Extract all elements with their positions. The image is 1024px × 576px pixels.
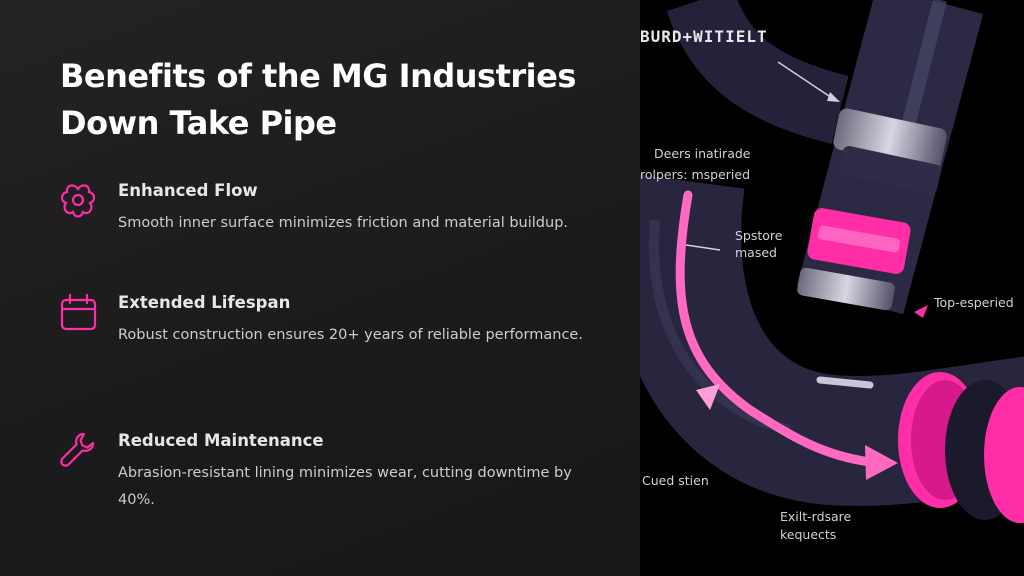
- wrench-icon: [58, 430, 98, 470]
- feature-description: Robust construction ensures 20+ years of…: [118, 327, 583, 343]
- page-title: Benefits of the MG Industries Down Take …: [60, 57, 576, 142]
- annotation-label: kequects: [780, 527, 837, 542]
- calendar-icon: [58, 292, 98, 332]
- annotation-label: Exilt-rdsare: [780, 509, 852, 524]
- feature-heading: Reduced Maintenance: [118, 431, 324, 450]
- feature-heading: Enhanced Flow: [118, 181, 258, 200]
- feature-heading: Extended Lifespan: [118, 293, 291, 312]
- annotation-label: Top-esperied: [934, 295, 1014, 310]
- brand-label: BURD+WITIELT: [640, 27, 768, 46]
- annotation-label: rolpers: msperied: [640, 167, 750, 182]
- flower-icon: [58, 180, 98, 220]
- annotation-label: Cued stien: [642, 473, 709, 488]
- content-panel: Benefits of the MG Industries Down Take …: [0, 0, 640, 576]
- pipe-image: [640, 0, 1024, 523]
- feature-description: Smooth inner surface minimizes friction …: [118, 215, 569, 231]
- annotation-label: mased: [735, 245, 777, 260]
- annotation-label: Deers inatirade: [654, 146, 751, 161]
- feature-description: Abrasion-resistant lining minimizes wear…: [118, 465, 572, 508]
- pipe-illustration: BURD+WITIELT Deers inatirade rolpers: ms…: [640, 0, 1024, 576]
- annotation-label: Spstore: [735, 228, 783, 243]
